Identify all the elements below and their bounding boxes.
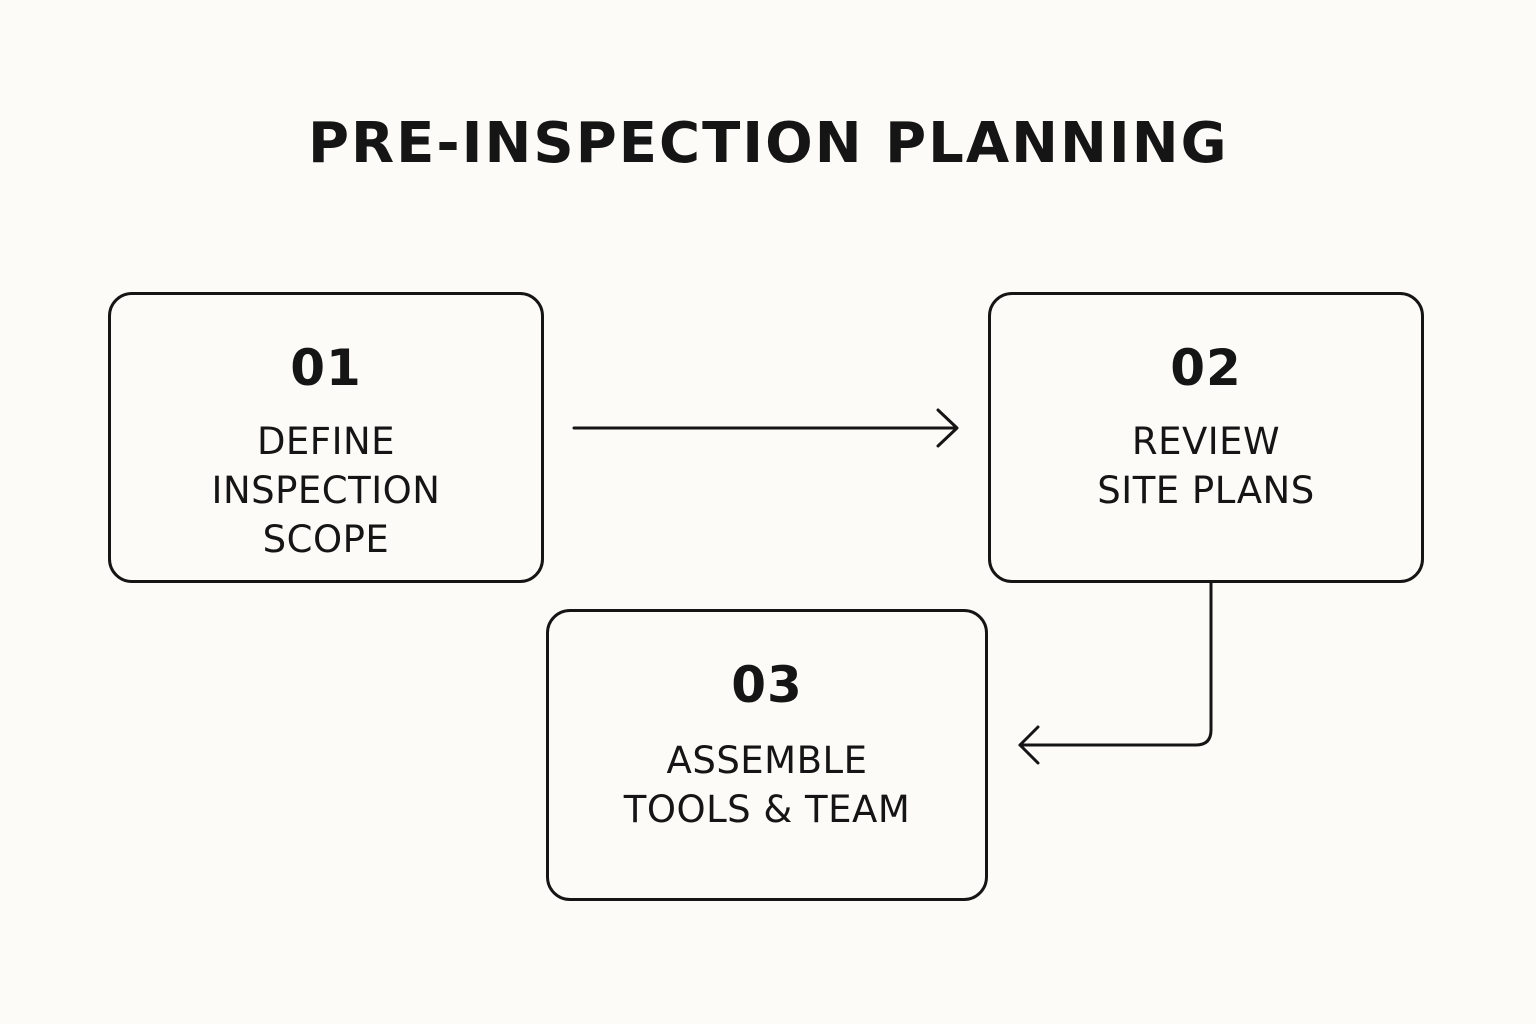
step-label-01: DEFINE INSPECTION SCOPE bbox=[211, 420, 441, 561]
step-number-03: 03 bbox=[731, 656, 803, 714]
step-label-02: REVIEW SITE PLANS bbox=[1097, 420, 1315, 512]
step-number-01: 01 bbox=[290, 339, 362, 397]
step-box-01: 01 DEFINE INSPECTION SCOPE bbox=[108, 292, 544, 583]
step-box-03: 03 ASSEMBLE TOOLS & TEAM bbox=[546, 609, 988, 901]
step-label-03: ASSEMBLE TOOLS & TEAM bbox=[623, 739, 911, 831]
step-box-02: 02 REVIEW SITE PLANS bbox=[988, 292, 1424, 583]
arrow-02-to-03 bbox=[1018, 581, 1213, 765]
diagram-title: PRE-INSPECTION PLANNING bbox=[308, 111, 1229, 176]
step-number-02: 02 bbox=[1170, 339, 1242, 397]
arrow-01-to-02 bbox=[572, 408, 959, 448]
